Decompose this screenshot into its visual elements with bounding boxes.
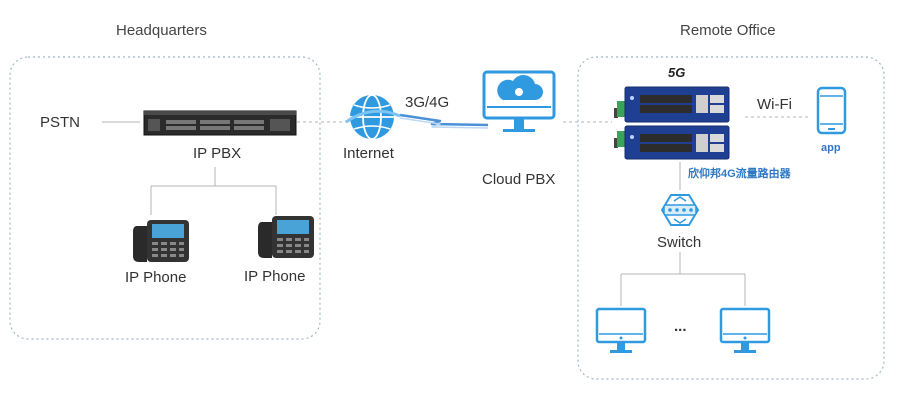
ip-phone-icon-2 xyxy=(258,216,314,258)
router-icon-top xyxy=(614,86,730,123)
link-type-label: 3G/4G xyxy=(405,94,450,111)
internet-globe-icon xyxy=(345,94,401,140)
switch-icon xyxy=(660,194,700,226)
ip-phone-label-2: IP Phone xyxy=(244,268,306,285)
headquarters-region xyxy=(9,56,321,340)
pc-monitor-icon-2 xyxy=(719,307,771,353)
cloud-pbx-label: Cloud PBX xyxy=(482,171,556,188)
pstn-label: PSTN xyxy=(40,114,81,131)
cloud-pbx-monitor-icon xyxy=(482,70,556,132)
router-icon-bottom xyxy=(614,125,730,160)
5g-badge: 5G xyxy=(668,65,686,80)
wifi-label: Wi-Fi xyxy=(757,96,792,113)
ip-phone-icon-1 xyxy=(133,220,189,262)
pbx-phone-tree xyxy=(150,167,277,215)
switch-pc-tree xyxy=(620,252,746,306)
remote-office-region xyxy=(577,56,885,380)
switch-label: Switch xyxy=(657,234,702,251)
internet-label: Internet xyxy=(343,145,394,162)
ip-pbx-label: IP PBX xyxy=(193,145,242,162)
ip-pbx-server-icon xyxy=(143,110,297,136)
pc-ellipsis: ... xyxy=(674,318,687,335)
ip-phone-label-1: IP Phone xyxy=(125,269,187,286)
headquarters-title: Headquarters xyxy=(116,22,207,39)
app-label: app xyxy=(821,142,841,154)
router-label: 欣仰邦4G流量路由器 xyxy=(688,168,791,180)
remote-office-title: Remote Office xyxy=(680,22,776,39)
pc-monitor-icon-1 xyxy=(595,307,647,353)
wireless-link-bolt xyxy=(399,113,489,127)
smartphone-icon xyxy=(816,86,847,135)
